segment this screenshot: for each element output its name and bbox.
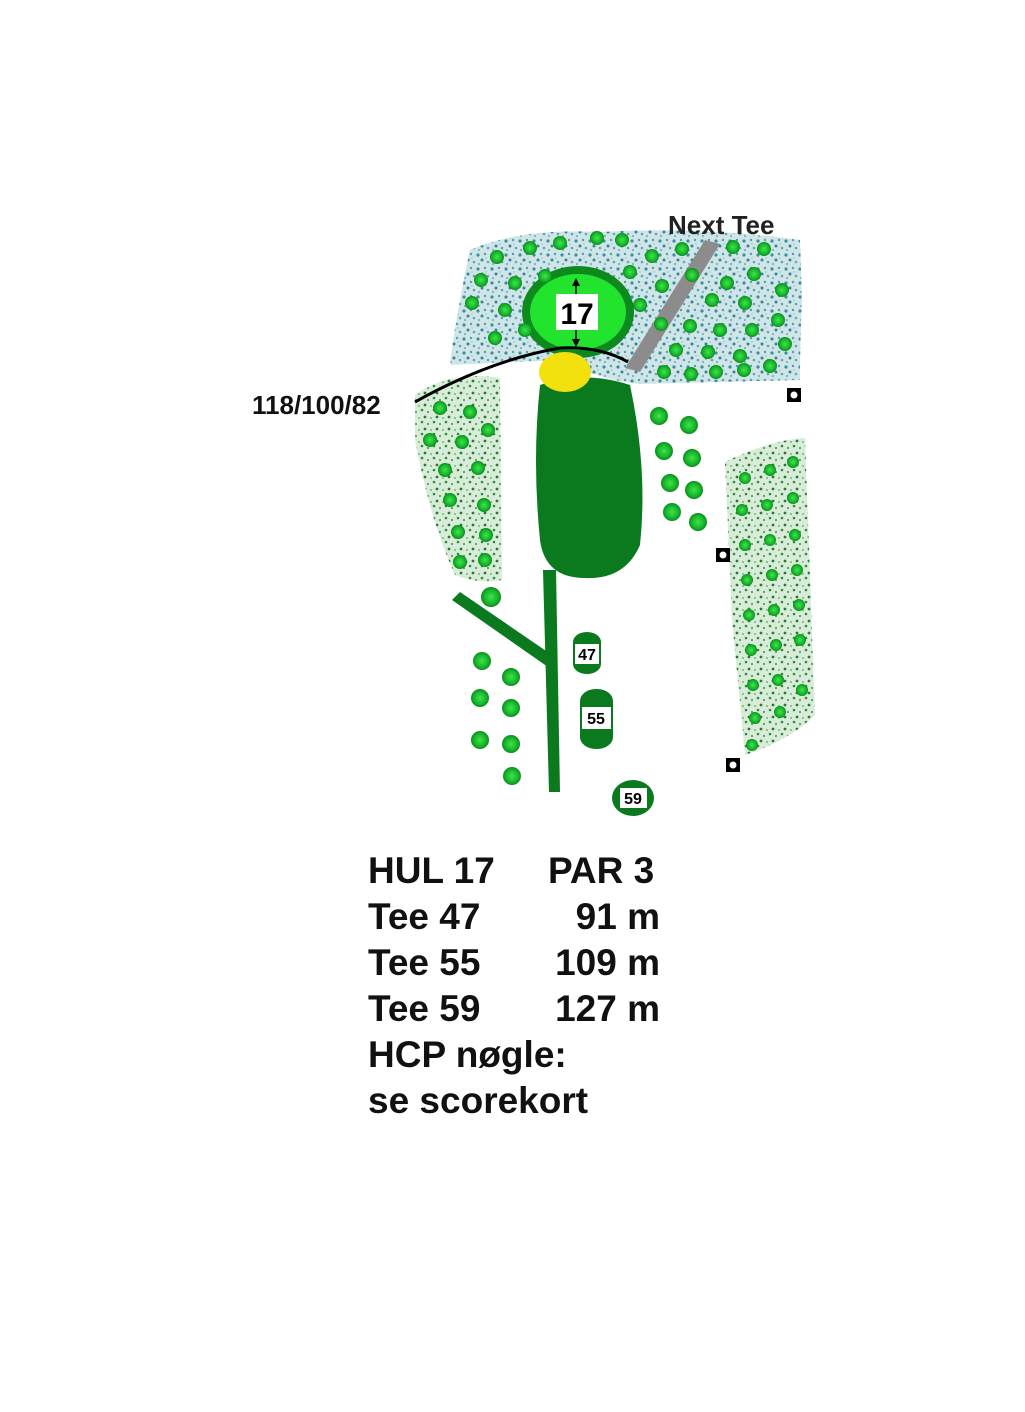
water-trees	[465, 231, 792, 381]
bunker	[539, 352, 591, 392]
right-cluster-trees	[481, 407, 707, 607]
left-tree-strip	[415, 376, 502, 582]
hole-number-box	[556, 294, 598, 330]
tee-length: 91 m	[575, 896, 660, 937]
tee-row: Tee 55 109 m	[368, 940, 708, 986]
par-label: PAR 3	[548, 850, 655, 891]
hole-par-row: HUL 17 PAR 3	[368, 848, 708, 894]
fairway-path	[543, 570, 560, 792]
lower-left-trees	[471, 652, 521, 785]
tee-name: Tee 59	[368, 988, 481, 1029]
hcp-line2: se scorekort	[368, 1080, 589, 1121]
left-strip-trees	[423, 401, 495, 569]
next-tee-label: Next Tee	[668, 210, 774, 240]
right-strip-trees	[736, 456, 808, 751]
fairway	[536, 377, 643, 579]
tee-name: Tee 47	[368, 896, 481, 937]
hole-label: HUL 17	[368, 850, 495, 891]
hcp-line1: HCP nøgle:	[368, 1034, 567, 1075]
tee-59-label: 59	[624, 791, 642, 808]
right-tree-strip	[725, 438, 815, 755]
tee-59: 59	[612, 780, 654, 816]
tee-47-label: 47	[578, 647, 596, 664]
distance-label: 118/100/82	[252, 390, 381, 420]
tee-length: 127 m	[555, 988, 660, 1029]
tee-47: 47	[573, 632, 601, 674]
hole-number-label: 17	[560, 298, 593, 331]
hole-info-panel: HUL 17 PAR 3 Tee 47 91 m Tee 55 109 m Te…	[368, 848, 708, 1124]
distance-line	[414, 346, 629, 404]
tee-name: Tee 55	[368, 942, 481, 983]
tee-55-label: 55	[587, 711, 605, 728]
tee-length: 109 m	[555, 942, 660, 983]
ob-markers	[716, 388, 801, 772]
side-path	[452, 592, 552, 667]
tee-55: 55	[580, 689, 613, 749]
tee-row: Tee 47 91 m	[368, 894, 708, 940]
tee-row: Tee 59 127 m	[368, 986, 708, 1032]
